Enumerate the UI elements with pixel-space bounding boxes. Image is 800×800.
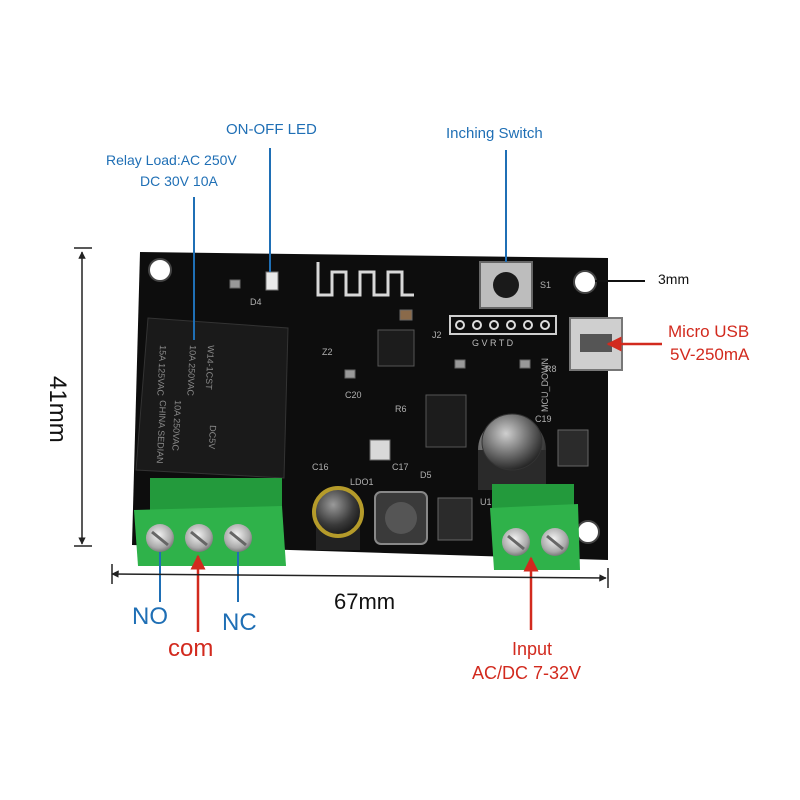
relay-load-label-line1: Relay Load:AC 250V (106, 152, 237, 168)
capacitor-small (312, 486, 364, 550)
relay-rating: 10A 250VAC (170, 400, 183, 452)
board-mark: U1 (480, 497, 492, 507)
relay-voltage: DC5V (207, 425, 218, 450)
onoff-led-label: ON-OFF LED (226, 121, 317, 138)
board-mark: D4 (250, 297, 262, 307)
relay-rating: CHINA SEDIAN (155, 400, 168, 464)
relay-terminal-block (134, 478, 286, 566)
header-pins: G V R T D (449, 315, 557, 348)
input-label-line1: Input (512, 639, 553, 659)
inching-switch-label: Inching Switch (446, 125, 543, 142)
hole-size-label: 3mm (658, 271, 690, 287)
inductor (374, 491, 428, 545)
input-terminal-block (490, 484, 580, 570)
com-terminal-label: com (168, 635, 214, 662)
smd-components (229, 279, 589, 541)
onoff-led (265, 271, 279, 291)
board-mark: S1 (540, 280, 551, 290)
board-mark: D5 (420, 470, 432, 480)
board-mark: R8 (545, 364, 557, 374)
board-mark: C20 (345, 390, 362, 400)
relay-load-label-line2: DC 30V 10A (140, 173, 218, 189)
header-pin-labels: G V R T D (472, 338, 514, 348)
board-mark: C17 (392, 462, 409, 472)
board-mark: J2 (432, 330, 442, 340)
board-mark: MCU_DOWN (540, 358, 550, 412)
no-terminal-label: NO (132, 603, 168, 630)
inching-switch (479, 261, 533, 309)
board-mark: C19 (535, 414, 552, 424)
mounting-hole (573, 270, 597, 294)
nc-terminal-label: NC (222, 609, 257, 636)
leader-arrows-red (190, 336, 662, 632)
board-mark: Z2 (322, 347, 333, 357)
height-dimension (74, 247, 92, 547)
wifi-antenna-trace (316, 262, 414, 297)
width-label: 67mm (334, 589, 396, 614)
height-label: 41mm (44, 376, 71, 443)
relay-rating: 15A 125VAC (155, 345, 168, 397)
relay-rating: 10A 250VAC (185, 345, 198, 397)
width-dimension (111, 564, 609, 588)
board-mark: C16 (312, 462, 329, 472)
capacitor-large (478, 413, 546, 490)
board-mark: LDO1 (350, 477, 374, 487)
mounting-hole (576, 520, 600, 544)
relay-model: W14-1CST (204, 345, 216, 390)
mcu-chip (377, 329, 415, 367)
micro-usb-label-line1: Micro USB (668, 322, 750, 341)
relay: W14-1CST DC5V 10A 250VAC 15A 125VAC 10A … (135, 317, 289, 479)
input-label-line2: AC/DC 7-32V (472, 663, 582, 683)
micro-usb-label-line2: 5V-250mA (670, 345, 750, 364)
board-mark: R6 (395, 404, 407, 414)
mounting-hole (148, 258, 172, 282)
driver-chip (425, 394, 467, 448)
